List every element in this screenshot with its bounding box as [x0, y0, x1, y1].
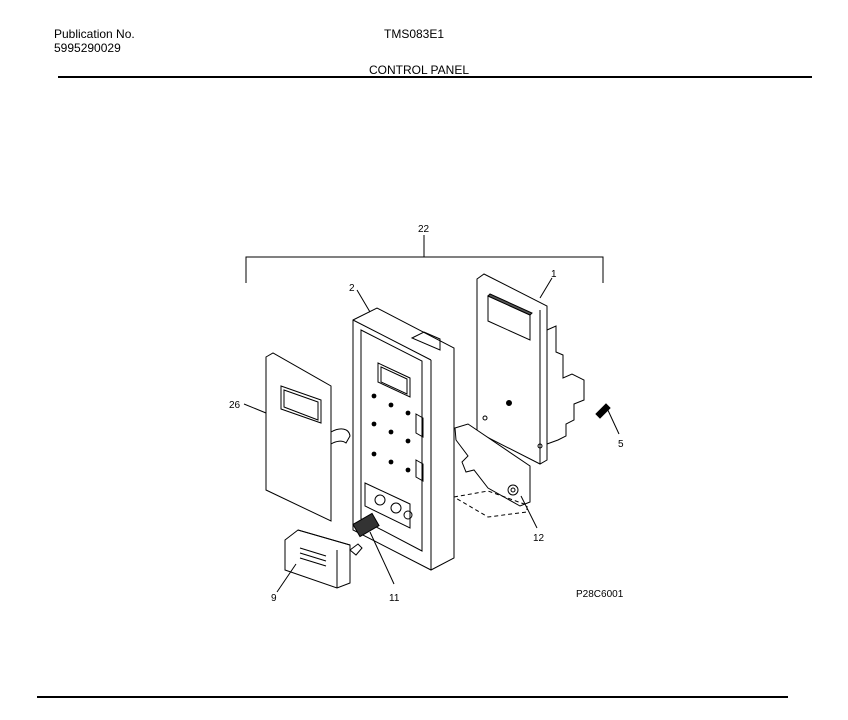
door-release-button — [276, 529, 363, 593]
overlay-leader — [243, 403, 267, 414]
section-title: CONTROL PANEL — [369, 63, 470, 77]
model-number: TMS083E1 — [384, 27, 445, 41]
callout-26: 26 — [229, 400, 241, 411]
keypad-overlay — [265, 352, 351, 522]
callout-12: 12 — [533, 533, 545, 544]
board-leader — [539, 277, 553, 299]
frame-leader — [356, 289, 371, 313]
assembly-bracket — [245, 235, 604, 283]
header-rule — [58, 76, 812, 78]
callout-2: 2 — [349, 283, 355, 294]
screw — [595, 403, 620, 435]
callout-22: 22 — [418, 224, 430, 235]
release-spring — [352, 512, 395, 585]
publication-block: Publication No. 5995290029 — [54, 27, 135, 55]
callout-1: 1 — [551, 269, 557, 280]
control-frame — [352, 307, 455, 571]
callout-11: 11 — [389, 593, 400, 604]
publication-label: Publication No. — [54, 27, 135, 41]
callout-5: 5 — [618, 439, 624, 450]
callout-9: 9 — [271, 593, 277, 604]
callout-labels: 22 2 1 26 5 12 9 11 P28C6001 — [229, 224, 624, 604]
footer-rule — [37, 696, 788, 698]
drawing-code: P28C6001 — [576, 589, 624, 600]
control-board — [476, 273, 585, 465]
door-latch — [454, 423, 538, 529]
publication-number: 5995290029 — [54, 41, 121, 55]
